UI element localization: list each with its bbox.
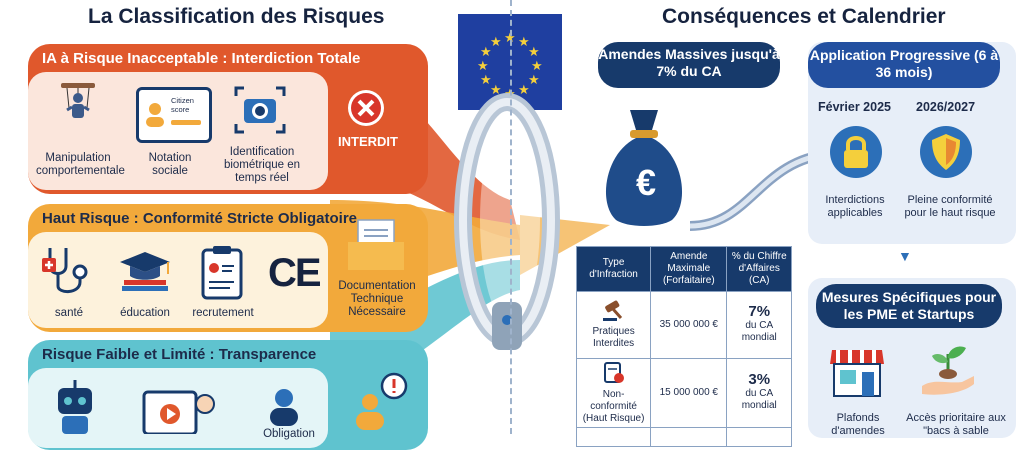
euro-symbol: € [635, 162, 657, 203]
obligation-label: Obligation [263, 428, 315, 440]
sme-item-1: Plafonds d'amendes [831, 412, 885, 437]
item-notation: Notation sociale [148, 152, 192, 177]
center-divider [510, 0, 512, 434]
svg-text:★: ★ [518, 35, 530, 50]
sme-header: Mesures Spécifiques pour les PME et Star… [816, 284, 1002, 328]
fines-pill: Amendes Massives jusqu'à 7% du CA [598, 42, 780, 88]
graduation-cap-icon [120, 252, 170, 291]
alert-person-icon [356, 372, 408, 430]
row1-pct-note: du CA mondial [741, 320, 777, 343]
folder-icon [348, 219, 404, 270]
svg-text:★: ★ [528, 45, 540, 60]
svg-text:★: ★ [518, 83, 530, 98]
timeline-connector [690, 149, 831, 231]
row2-pct: 3% [748, 371, 771, 388]
header-type: Type d'Infraction [575, 246, 652, 292]
date-2: 2026/2027 [916, 100, 976, 114]
high-risk-card [28, 232, 328, 328]
item-education: éducation [120, 307, 170, 319]
timeline-header: Application Progressive (6 à 36 mois) [808, 42, 1000, 88]
row2-amount: 15 000 000 € [650, 358, 728, 428]
table-row: Non-conformité (Haut Risque) 15 000 000 … [575, 358, 792, 428]
left-title: La Classification des Risques [88, 5, 385, 28]
ce-mark: CE [268, 251, 322, 295]
row2-type: Non-conformité (Haut Risque) [582, 389, 645, 424]
table-row: Pratiques Interdites 35 000 000 € 7% du … [575, 291, 792, 359]
svg-text:★: ★ [480, 45, 492, 60]
item-manipulation: Manipulation comportementale [36, 152, 125, 177]
high-risk-header: Haut Risque : Conformité Stricte Obligat… [42, 210, 358, 227]
forbidden-icon [348, 90, 384, 126]
stethoscope-icon [42, 248, 88, 293]
row1-pct: 7% [748, 303, 771, 320]
header-pct: % du Chiffre d'Affaires (CA) [726, 246, 792, 292]
money-bag-icon [605, 110, 683, 226]
timeline-label-1: Interdictions applicables [825, 194, 885, 219]
document-warning-icon [603, 362, 624, 383]
interdit-stamp: INTERDIT [338, 134, 398, 149]
plant-hand-icon [922, 346, 974, 395]
puppet-icon [61, 83, 95, 118]
arrow-down-icon: ▼ [898, 248, 912, 264]
header-amount: Amende Maximale (Forfaitaire) [650, 246, 728, 292]
gavel-icon [602, 300, 622, 321]
unacceptable-header: IA à Risque Inacceptable : Interdiction … [42, 50, 361, 67]
date-1: Février 2025 [818, 100, 891, 114]
shield-icon [920, 126, 972, 178]
svg-text:★: ★ [490, 83, 502, 98]
video-deepfake-icon [142, 390, 215, 434]
person-icon [146, 103, 164, 127]
person-info-icon [270, 389, 298, 426]
sme-item-2: Accès prioritaire aux "bacs à sable [906, 412, 1006, 437]
timeline-label-2: Pleine conformité pour le haut risque [904, 194, 996, 219]
svg-text:★: ★ [477, 59, 489, 74]
citizen-score-icon: Citizen score [136, 87, 212, 143]
doc-label: Documentation Technique Nécessaire [338, 280, 416, 318]
fines-table: Type d'Infraction Amende Maximale (Forfa… [575, 246, 792, 447]
row1-type: Pratiques Interdites [592, 326, 635, 349]
lock-icon [830, 126, 882, 178]
robot-icon [58, 380, 92, 434]
svg-text:★: ★ [528, 73, 540, 88]
right-title: Conséquences et Calendrier [662, 5, 946, 28]
item-biometric: Identification biométrique en temps réel [223, 146, 301, 184]
citizen-score-text: Citizen score [171, 96, 194, 114]
svg-text:★: ★ [504, 31, 516, 46]
item-recrutement: recrutement [192, 307, 254, 319]
svg-text:★: ★ [480, 73, 492, 88]
row2-pct-note: du CA mondial [741, 388, 777, 411]
low-risk-header: Risque Faible et Limité : Transparence [42, 346, 317, 363]
svg-text:★: ★ [490, 35, 502, 50]
table-row [575, 427, 792, 447]
svg-text:★: ★ [531, 59, 543, 74]
camera-icon [234, 86, 286, 134]
clipboard-icon [201, 246, 243, 300]
row1-amount: 35 000 000 € [650, 291, 728, 359]
score-bar [171, 120, 201, 125]
funnel-ring-icon [454, 93, 560, 350]
shop-icon [830, 350, 884, 397]
item-sante: santé [54, 307, 84, 319]
